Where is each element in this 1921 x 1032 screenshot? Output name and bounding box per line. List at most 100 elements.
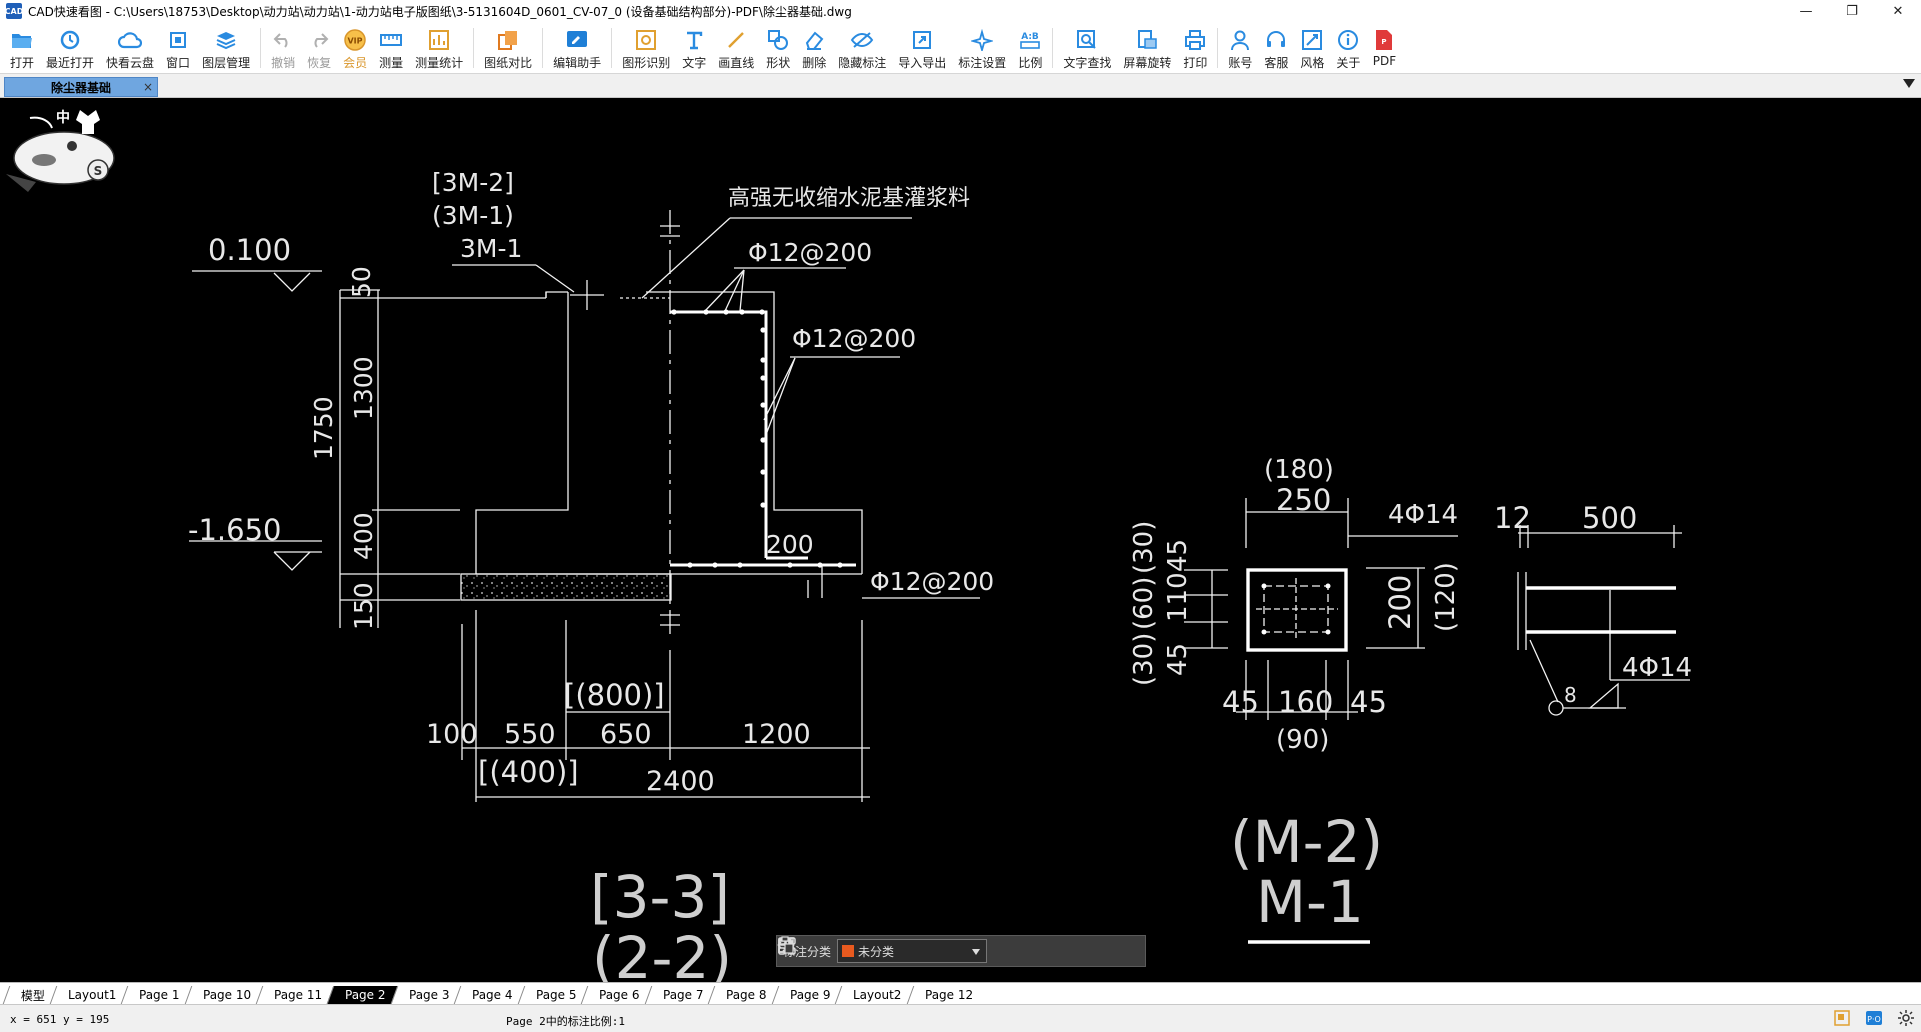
layout-tab-layout1[interactable]: Layout1 xyxy=(49,986,130,1004)
dim-45-right: 45 xyxy=(1350,685,1387,719)
text-button[interactable]: 文字 xyxy=(676,22,712,74)
tab-list-dropdown-icon[interactable] xyxy=(1903,79,1915,88)
redo-icon xyxy=(307,28,331,52)
shape-button[interactable]: 形状 xyxy=(760,22,796,74)
dim-45-top: 45 xyxy=(1163,539,1193,572)
dim-100: 100 xyxy=(426,719,478,750)
dim-110: 110 xyxy=(1163,572,1193,622)
dim-90: (90) xyxy=(1276,725,1329,755)
annotation-paste-button[interactable] xyxy=(778,936,1115,965)
annotation-scale-message: Page 2中的标注比例:1 xyxy=(506,1015,625,1028)
status-bar-icons: P·O xyxy=(1819,1009,1915,1027)
document-tab[interactable]: 除尘器基础 × xyxy=(4,77,158,97)
rotate-screen-button[interactable]: 屏幕旋转 xyxy=(1117,22,1177,74)
shape-recognize-button[interactable]: 图形识别 xyxy=(616,22,676,74)
toolbar-separator xyxy=(473,28,475,68)
layout-tab-page-1[interactable]: Page 1 xyxy=(121,986,194,1004)
undo-button[interactable]: 撤销 xyxy=(265,22,301,74)
rebar-dots xyxy=(671,309,843,568)
text-search-button[interactable]: 文字查找 xyxy=(1057,22,1117,74)
draw-line-button[interactable]: 画直线 xyxy=(712,22,760,74)
account-button[interactable]: 账号 xyxy=(1222,22,1258,74)
text-search-icon xyxy=(1075,28,1099,52)
minimize-button[interactable]: — xyxy=(1799,3,1813,19)
dim-200: 200 xyxy=(766,530,814,559)
print-button[interactable]: 打印 xyxy=(1177,22,1213,74)
layout-tab-page-8[interactable]: Page 8 xyxy=(707,986,781,1004)
import-export-button[interactable]: 导入导出 xyxy=(892,22,952,74)
layout-tab-page-10[interactable]: Page 10 xyxy=(184,986,265,1004)
layout-tab-page-11[interactable]: Page 11 xyxy=(255,986,336,1004)
compare-icon xyxy=(496,28,520,52)
dim-400-paren: [(400)] xyxy=(478,755,579,789)
annotation-edit-button[interactable] xyxy=(778,937,1019,965)
maximize-button[interactable]: ❐ xyxy=(1846,3,1858,19)
status-bar: x = 651 y = 195 Page 2中的标注比例:1 P·O xyxy=(0,1004,1921,1032)
window-controls: — ❐ ✕ xyxy=(1783,0,1921,22)
app-logo-icon: CAD xyxy=(5,3,23,19)
layout-tab-bar: 模型 Layout1 Page 1 Page 10 Page 11 Page 2… xyxy=(0,982,1921,1004)
annotation-toolbar: 标注分类 未分类 xyxy=(776,935,1146,967)
cloud-drive-button[interactable]: 快看云盘 xyxy=(100,22,160,74)
dim-650: 650 xyxy=(600,719,652,750)
annotation-copy-button[interactable] xyxy=(778,937,1083,965)
rotate-screen-icon xyxy=(1135,28,1159,52)
layout-tab-page-7[interactable]: Page 7 xyxy=(644,986,717,1004)
rebar-4phi14-top: 4Φ14 xyxy=(1388,500,1458,530)
measure-button[interactable]: 测量 xyxy=(373,22,409,74)
vip-button[interactable]: VIP 会员 xyxy=(337,22,373,74)
embed-plate-bolt-dots xyxy=(1261,583,1331,635)
hide-annotation-button[interactable]: 隐藏标注 xyxy=(832,22,892,74)
layout-tab-page-4[interactable]: Page 4 xyxy=(453,986,527,1004)
layout-tab-page-6[interactable]: Page 6 xyxy=(580,986,654,1004)
close-window-button[interactable]: ✕ xyxy=(1892,3,1904,19)
weld-size: 8 xyxy=(1564,683,1577,707)
toolbar-separator xyxy=(611,28,613,68)
layout-tab-page-3[interactable]: Page 3 xyxy=(390,986,463,1004)
svg-text:VIP: VIP xyxy=(348,37,363,46)
info-icon xyxy=(1336,28,1360,52)
edit-assistant-button[interactable]: 编辑助手 xyxy=(547,22,607,74)
customer-service-button[interactable]: 客服 xyxy=(1258,22,1294,74)
window-icon xyxy=(166,28,190,52)
measure-stats-button[interactable]: 测量统计 xyxy=(409,22,469,74)
dim-250: 250 xyxy=(1276,483,1331,517)
dual-view-icon[interactable]: P·O xyxy=(1865,1009,1883,1027)
style-icon xyxy=(1300,28,1324,52)
title-bar: CAD CAD快速看图 - C:\Users\18753\Desktop\动力站… xyxy=(0,0,1921,22)
compare-drawings-button[interactable]: 图纸对比 xyxy=(478,22,538,74)
toolbar-separator xyxy=(1052,28,1054,68)
rebar-label-bottom: Φ12@200 xyxy=(870,567,994,596)
document-tab-bar: 除尘器基础 × xyxy=(0,74,1921,98)
dim-120: (120) xyxy=(1431,562,1461,632)
layout-tab-page-5[interactable]: Page 5 xyxy=(517,986,590,1004)
about-button[interactable]: 关于 xyxy=(1330,22,1366,74)
drawing-canvas[interactable]: [3M-2] (3M-1) 3M-1 高强无收缩水泥基灌浆料 Φ12@200 Φ… xyxy=(0,98,1921,982)
open-button[interactable]: 打开 xyxy=(4,22,40,74)
layout-tab-layout2[interactable]: Layout2 xyxy=(834,986,915,1004)
window-button[interactable]: 窗口 xyxy=(160,22,196,74)
close-tab-icon[interactable]: × xyxy=(142,80,153,94)
edit-assistant-icon xyxy=(565,28,589,52)
layout-tab-page-9[interactable]: Page 9 xyxy=(771,986,844,1004)
dim-30-bottom: (30) xyxy=(1129,633,1159,686)
svg-text:P: P xyxy=(1382,38,1387,46)
layout-tab-page-12[interactable]: Page 12 xyxy=(906,986,987,1004)
annotation-category-select[interactable]: 未分类 xyxy=(837,939,988,963)
settings-gear-icon[interactable] xyxy=(1897,1009,1915,1027)
scale-button[interactable]: A:B 比例 xyxy=(1012,22,1048,74)
layer-manager-button[interactable]: 图层管理 xyxy=(196,22,256,74)
category-color-swatch xyxy=(842,945,855,957)
annotation-move-button[interactable] xyxy=(777,936,1051,965)
recent-open-button[interactable]: 最近打开 xyxy=(40,22,100,74)
snap-toggle-icon[interactable] xyxy=(1833,1009,1851,1027)
delete-button[interactable]: 删除 xyxy=(796,22,832,74)
layout-tab-page-2[interactable]: Page 2 xyxy=(326,986,400,1004)
redo-button[interactable]: 恢复 xyxy=(301,22,337,74)
pdf-button[interactable]: P PDF xyxy=(1366,22,1402,74)
printer-icon xyxy=(1183,28,1207,52)
style-button[interactable]: 风格 xyxy=(1294,22,1330,74)
dim-200-right: 200 xyxy=(1383,575,1417,630)
annotation-settings-button[interactable]: 标注设置 xyxy=(952,22,1012,74)
dim-2400: 2400 xyxy=(646,766,715,797)
